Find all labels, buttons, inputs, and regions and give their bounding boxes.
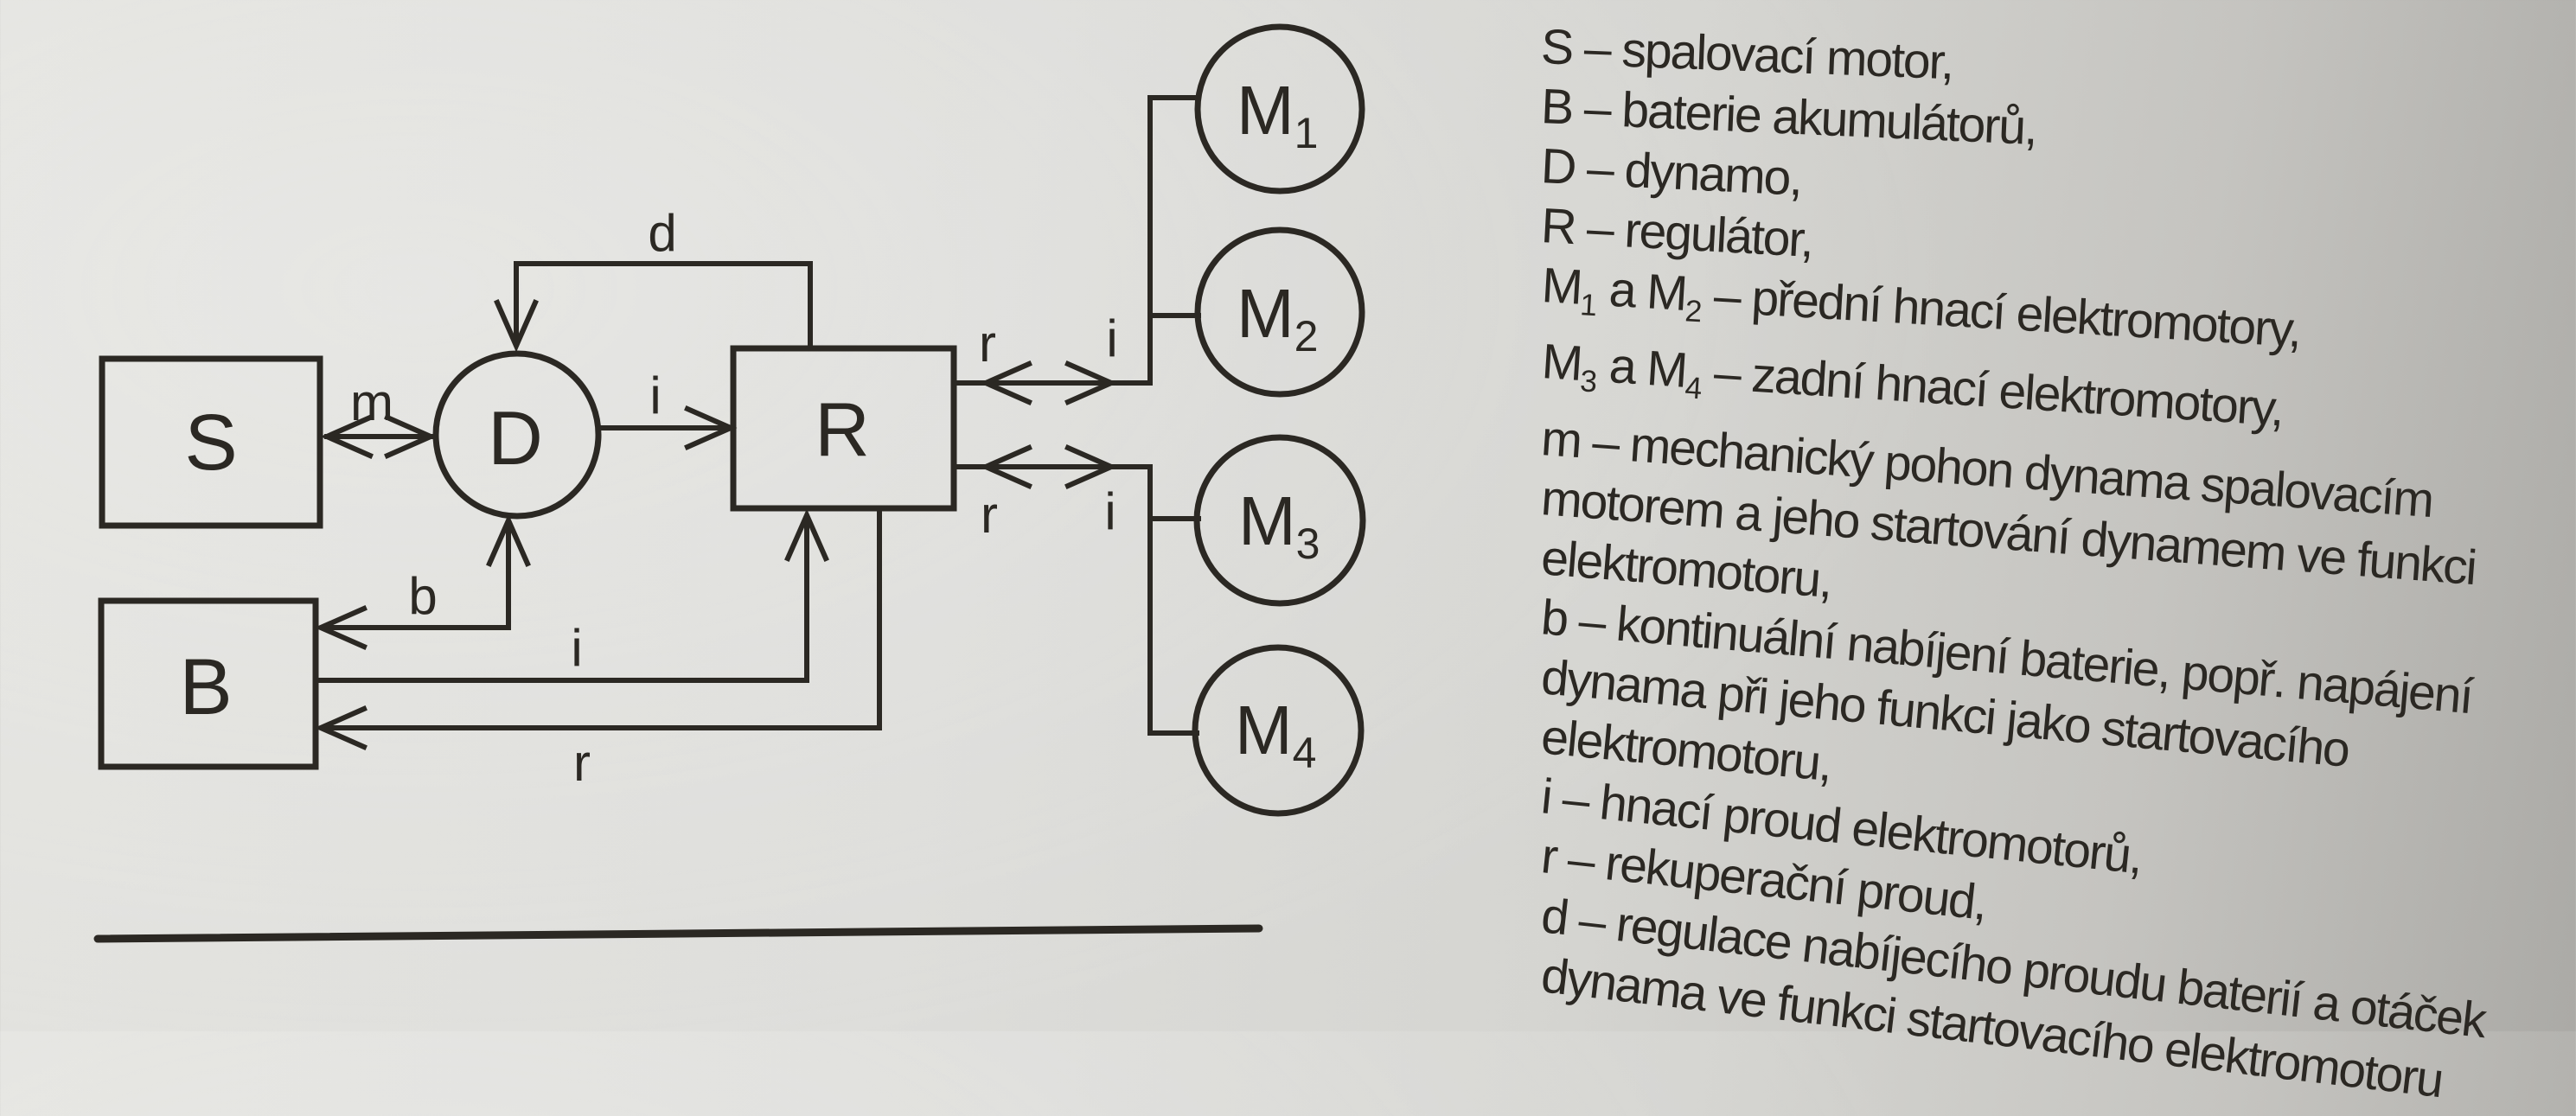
arrowhead-left-icon [979,360,1032,405]
arrowhead-down-icon [494,299,539,353]
edge-r-regulator-battery-label: r [573,734,591,792]
edge-i-battery-regulator-line [313,516,809,683]
arrowhead-up-icon [486,513,531,567]
edge-i-dynamo-regulator-label: i [649,367,661,424]
edge-r-rear-label: r [981,486,998,544]
arrowhead-left-icon [314,705,368,750]
edge-b-line [323,521,511,630]
arrowhead-right-icon [1064,444,1118,489]
arrowhead-up-icon [784,508,829,562]
node-s-label: S [184,399,237,487]
node-m1-label: M1 [1237,72,1318,157]
edge-m-label: m [350,373,393,431]
edge-d-line [514,261,813,351]
arrowhead-right-icon [1064,360,1118,405]
edge-i-front-label: i [1106,309,1117,367]
edge-b-label: b [408,567,437,625]
node-m2-circle [1194,226,1365,398]
node-m4-label: M4 [1235,692,1316,777]
node-s-box [99,355,323,529]
legend: S – spalovací motor,B – baterie akumulát… [1538,17,2490,1108]
node-m2-label: M2 [1237,275,1318,360]
node-d-circle [432,350,602,520]
node-d-label: D [488,395,543,481]
arrowhead-left-icon [979,444,1032,489]
node-m3-label: M3 [1238,482,1320,568]
arrowhead-left-icon [314,605,368,650]
edge-r-front-label: r [979,315,996,373]
edge-i-battery-regulator-label: i [571,619,582,677]
node-r-label: R [815,386,870,472]
edge-i-rear-label: i [1104,482,1115,540]
drive-system-diagram: S B D R M1 M2 M3 M4 m d i b i r r i r i [93,23,1366,943]
rear-bus-line [1147,464,1199,736]
divider [93,924,1263,943]
node-b-box [98,597,319,770]
arrowhead-left-icon [320,414,374,459]
edge-d-label: d [648,204,676,262]
node-b-label: B [179,643,232,731]
front-bus-line [1147,95,1201,386]
node-m1-circle [1194,23,1365,195]
edge-r-regulator-battery-line [323,506,882,730]
arrowhead-right-icon [384,414,438,459]
arrowhead-right-icon [684,405,738,450]
